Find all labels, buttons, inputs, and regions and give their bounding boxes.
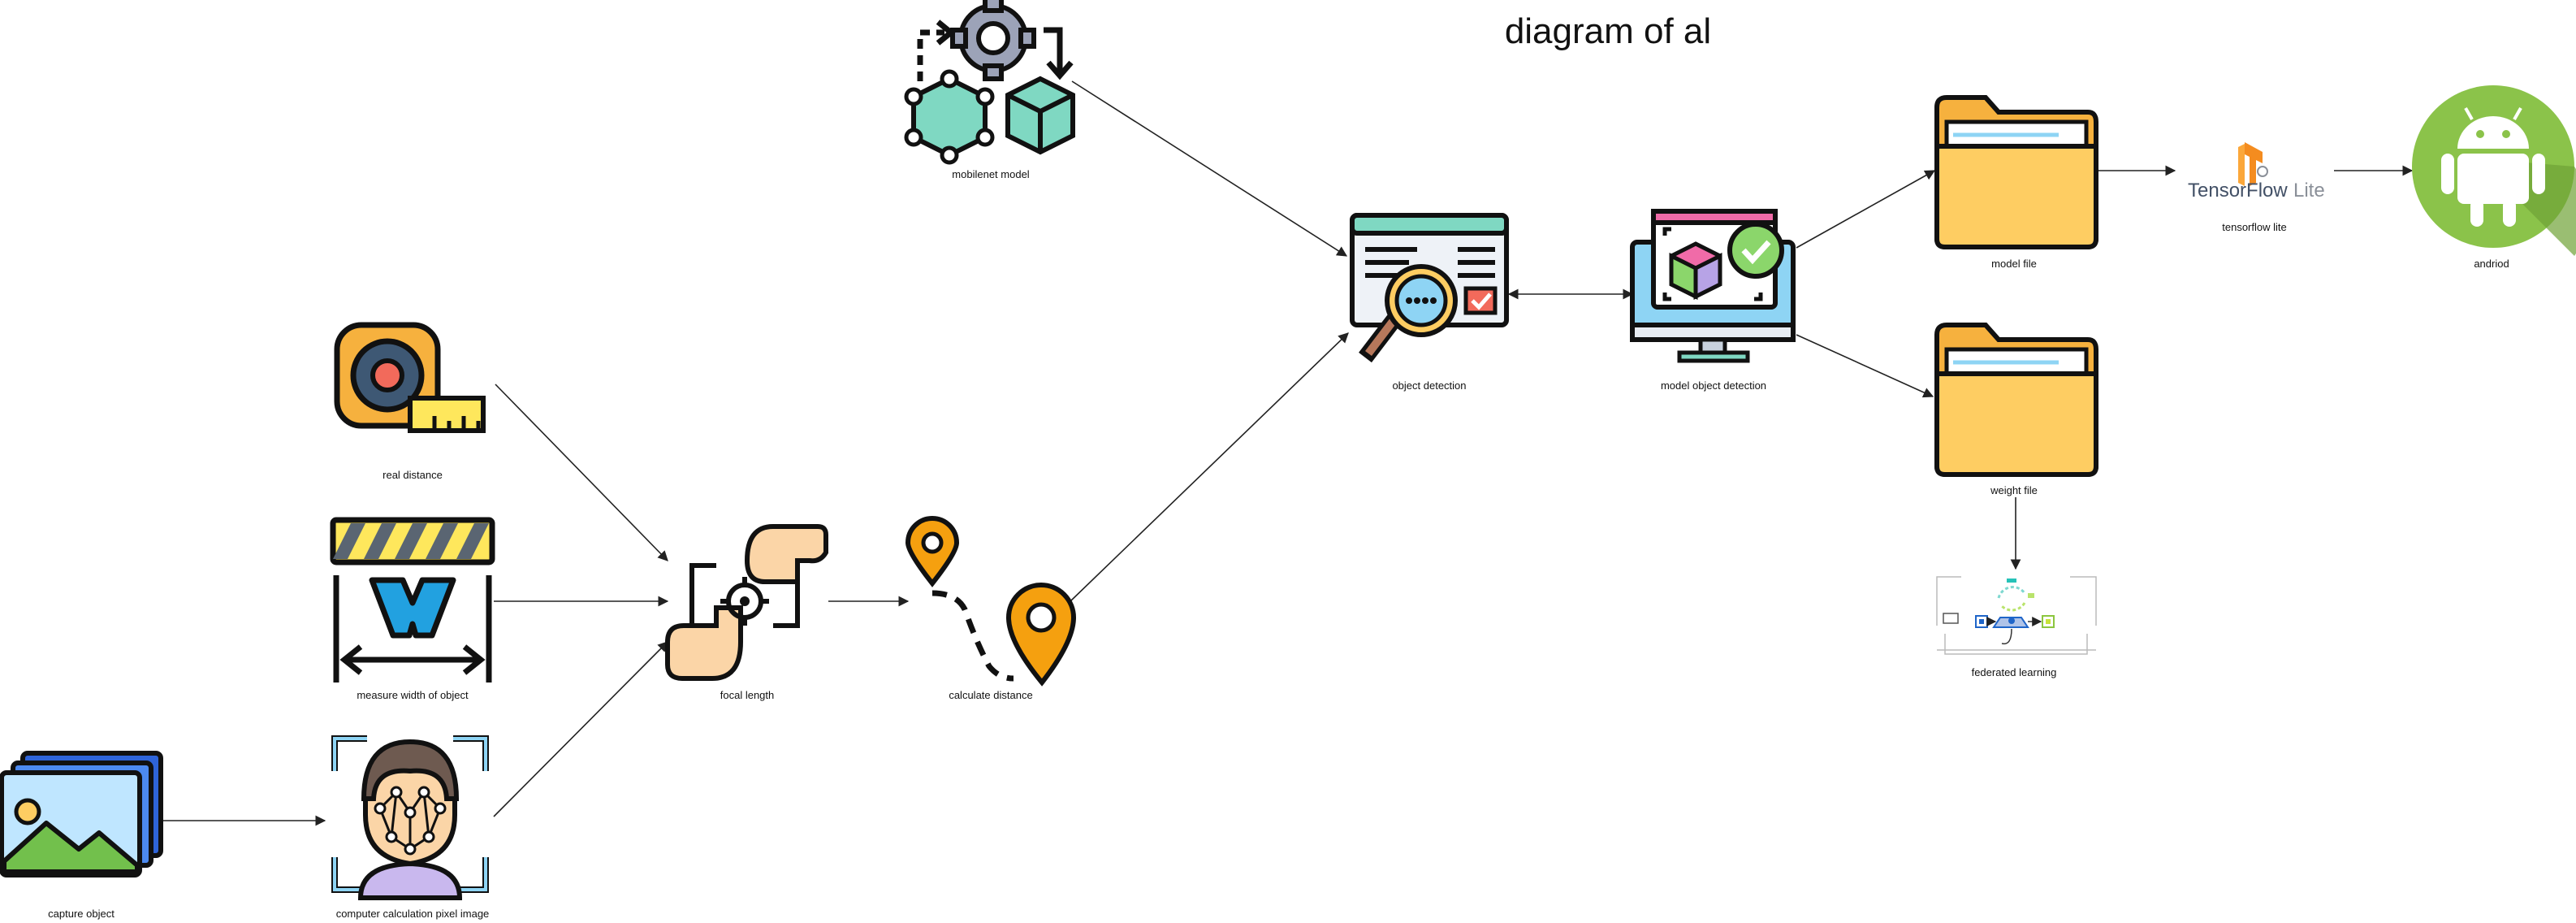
label-weight-file: weight file	[1990, 484, 2038, 496]
label-federated-learning: federated learning	[1971, 666, 2057, 678]
label-android: andriod	[2474, 258, 2509, 270]
label-computer-calculation: computer calculation pixel image	[335, 908, 490, 920]
face-scan-icon	[331, 735, 489, 900]
diagram-title: diagram of al	[1504, 11, 1712, 51]
android-icon	[2412, 85, 2576, 256]
tensorflow-logo-icon: TensorFlow Lite	[2188, 142, 2325, 202]
tensorflow-logo-lite: Lite	[2293, 180, 2325, 202]
folder-icon	[1934, 95, 2098, 249]
connectors	[162, 80, 2414, 826]
label-tensorflow-lite: tensorflow lite	[2222, 221, 2287, 233]
label-capture-object: capture object	[48, 908, 115, 920]
image-stack-icon	[0, 751, 163, 878]
mobilenet-model-icon	[904, 0, 1075, 165]
width-icon	[330, 517, 495, 682]
label-focal-length: focal length	[720, 689, 775, 701]
arrow-model-detection-to-weight-file	[1796, 334, 1934, 398]
monitor-cube-icon	[1630, 209, 1796, 363]
location-pin-icon	[905, 516, 1077, 687]
arrow-calculation-to-focal	[493, 641, 668, 817]
search-document-icon	[1350, 213, 1509, 363]
folder-icon	[1934, 323, 2098, 477]
label-model-object-detection: model object detection	[1660, 379, 1767, 392]
frame-hands-icon	[665, 524, 828, 681]
arrow-mobilenet-to-detection	[1071, 80, 1348, 257]
label-model-file: model file	[1991, 258, 2037, 270]
cube-icon	[1005, 76, 1075, 155]
label-real-distance: real distance	[383, 469, 443, 481]
tensorflow-logo-text: TensorFlow	[2188, 180, 2288, 202]
tape-measure-icon	[334, 322, 486, 433]
arrow-calculate-to-detection	[1070, 332, 1349, 602]
label-calculate-distance: calculate distance	[949, 689, 1033, 701]
arrow-real-distance-to-focal	[495, 384, 668, 561]
arrow-model-detection-to-model-file	[1796, 170, 1936, 249]
label-mobilenet-model: mobilenet model	[952, 168, 1030, 180]
gear-icon	[950, 0, 1036, 81]
federated-learning-icon	[1936, 576, 2097, 655]
cube-icon	[904, 69, 995, 165]
label-measure-width: measure width of object	[357, 689, 469, 701]
label-object-detection: object detection	[1392, 379, 1467, 392]
